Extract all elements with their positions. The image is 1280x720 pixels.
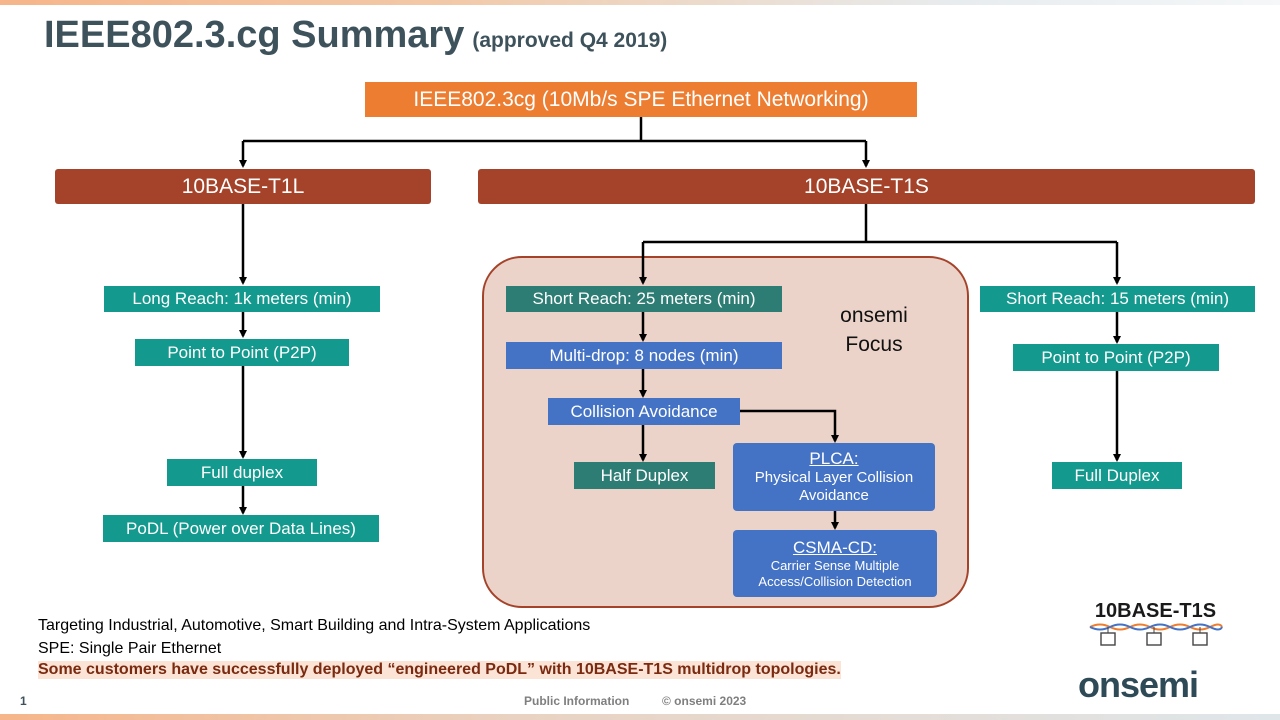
page-number: 1 — [20, 694, 27, 708]
t1s-short-reach-25m: Short Reach: 25 meters (min) — [506, 286, 782, 312]
plca-title: PLCA: — [809, 448, 859, 468]
twisted-pair-icon — [1089, 623, 1223, 646]
slide-title: IEEE802.3.cg Summary (approved Q4 2019) — [44, 14, 667, 57]
t1s-short-reach-15m: Short Reach: 15 meters (min) — [980, 286, 1255, 312]
t1s-multidrop: Multi-drop: 8 nodes (min) — [506, 342, 782, 369]
footer-classification: Public Information — [524, 694, 630, 708]
branch-10base-t1l: 10BASE-T1L — [55, 169, 431, 204]
t1s-full-duplex: Full Duplex — [1052, 462, 1182, 489]
title-main: IEEE802.3.cg Summary — [44, 14, 465, 56]
note-engineered-podl: Some customers have successfully deploye… — [38, 661, 841, 679]
t1s-collision-avoidance: Collision Avoidance — [548, 398, 740, 425]
note-targeting: Targeting Industrial, Automotive, Smart … — [38, 617, 591, 634]
onsemi-focus-label: onsemi Focus — [840, 304, 908, 356]
t1l-point-to-point: Point to Point (P2P) — [135, 339, 349, 366]
t1l-podl: PoDL (Power over Data Lines) — [103, 515, 379, 542]
t1s-half-duplex: Half Duplex — [574, 462, 715, 489]
10base-t1s-logo: 10BASE-T1S — [1088, 600, 1223, 648]
csma-cd-description: Carrier Sense Multiple Access/Collision … — [758, 558, 912, 589]
plca-description: Physical Layer Collision Avoidance — [754, 469, 914, 505]
csma-cd-title: CSMA-CD: — [792, 537, 878, 557]
title-subtitle: (approved Q4 2019) — [472, 29, 668, 52]
branch-10base-t1s: 10BASE-T1S — [478, 169, 1255, 204]
onsemi-logo: onsemi — [1078, 664, 1199, 705]
t1l-long-reach: Long Reach: 1k meters (min) — [104, 286, 380, 312]
t1l-full-duplex: Full duplex — [167, 459, 317, 486]
root-node-ieee8023cg: IEEE802.3cg (10Mb/s SPE Ethernet Network… — [365, 82, 917, 117]
t1s-plca-box: PLCA: Physical Layer Collision Avoidance — [733, 443, 935, 511]
top-accent-bar — [0, 0, 1280, 5]
bottom-accent-bar — [0, 714, 1280, 720]
t1s-csma-cd-box: CSMA-CD: Carrier Sense Multiple Access/C… — [733, 530, 937, 597]
footer-copyright: © onsemi 2023 — [662, 694, 747, 708]
t1s-point-to-point: Point to Point (P2P) — [1013, 344, 1219, 371]
note-spe-definition: SPE: Single Pair Ethernet — [38, 640, 222, 657]
logo-badge-text: 10BASE-T1S — [1094, 600, 1217, 622]
